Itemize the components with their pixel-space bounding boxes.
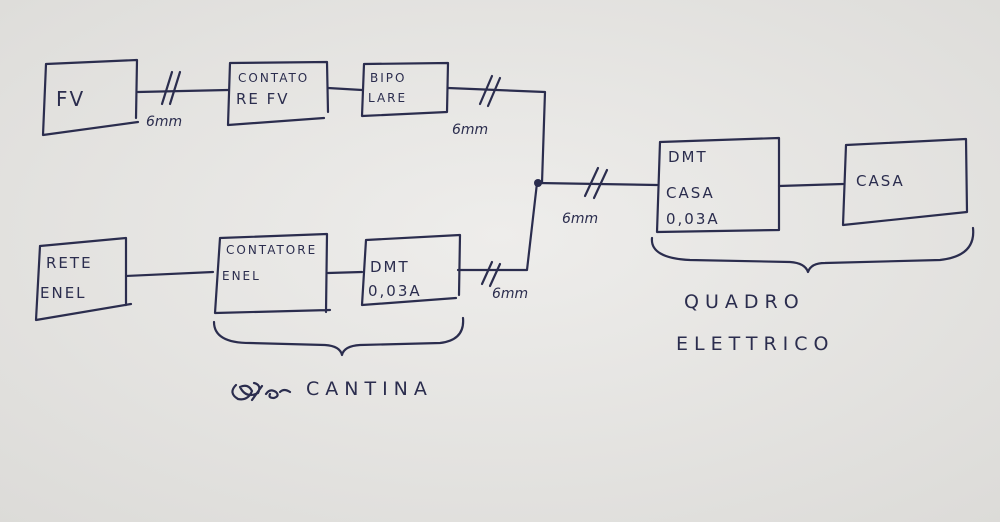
cable-mark xyxy=(480,260,502,288)
brace-quadro xyxy=(650,226,975,274)
node-bipolare-line1: BIPO xyxy=(370,71,406,85)
node-contatore-fv-line1: CONTATO xyxy=(238,71,309,85)
wire-junction-dmt-casa xyxy=(536,181,659,187)
node-casa: CASA xyxy=(841,137,969,227)
wire-rete-contatore xyxy=(124,270,215,278)
group-label-cantina: CANTINA xyxy=(306,378,433,400)
cable-mark xyxy=(478,74,502,108)
group-label-quadro-line1: QUADRO xyxy=(684,291,805,313)
wire-fv-contatore xyxy=(136,88,230,94)
node-bipolare-line2: LARE xyxy=(368,91,407,105)
wire-contatore-dmt xyxy=(326,270,364,275)
node-contatore-fv: CONTATO RE FV xyxy=(226,60,330,127)
wires xyxy=(124,70,845,288)
node-dmt-cantina: DMT 0,03A xyxy=(360,233,462,307)
group-label-quadro-line2: ELETTRICO xyxy=(676,333,835,355)
node-fv: FV xyxy=(41,58,140,137)
node-dmt-casa: DMT CASA 0,03A xyxy=(655,136,781,234)
node-dmt-casa-line1: DMT xyxy=(668,148,708,166)
node-rete-enel: RETE ENEL xyxy=(34,236,133,322)
scribble xyxy=(231,381,292,402)
brace-cantina xyxy=(212,316,465,357)
node-bipolare: BIPO LARE xyxy=(360,61,450,118)
node-contatore-enel-line1: CONTATORE xyxy=(226,243,317,257)
node-dmt-casa-line2: CASA xyxy=(666,184,715,202)
wire-dmt-casa-casa xyxy=(777,182,845,188)
cable-label: 6mm xyxy=(492,286,528,302)
node-dmt-cantina-line1: DMT xyxy=(370,258,410,276)
node-contatore-enel-line2: ENEL xyxy=(222,269,261,283)
cable-label: 6mm xyxy=(146,114,182,130)
node-contatore-fv-line2: RE FV xyxy=(236,90,290,108)
wire-dmt-junction xyxy=(456,181,539,272)
node-contatore-enel: CONTATORE ENEL xyxy=(213,232,332,315)
node-rete-enel-line1: RETE xyxy=(46,254,93,272)
wire-bipolare-junction xyxy=(446,86,547,185)
cable-mark xyxy=(160,70,182,106)
cable-mark xyxy=(583,166,609,200)
node-dmt-cantina-line2: 0,03A xyxy=(368,282,422,300)
cable-label: 6mm xyxy=(452,122,488,138)
node-rete-enel-line2: ENEL xyxy=(40,284,87,302)
node-dmt-casa-line3: 0,03A xyxy=(666,210,720,228)
wire-contatore-bipolare xyxy=(326,86,364,92)
node-casa-label: CASA xyxy=(856,172,905,190)
node-fv-label: FV xyxy=(56,87,85,111)
cable-label: 6mm xyxy=(562,211,598,227)
